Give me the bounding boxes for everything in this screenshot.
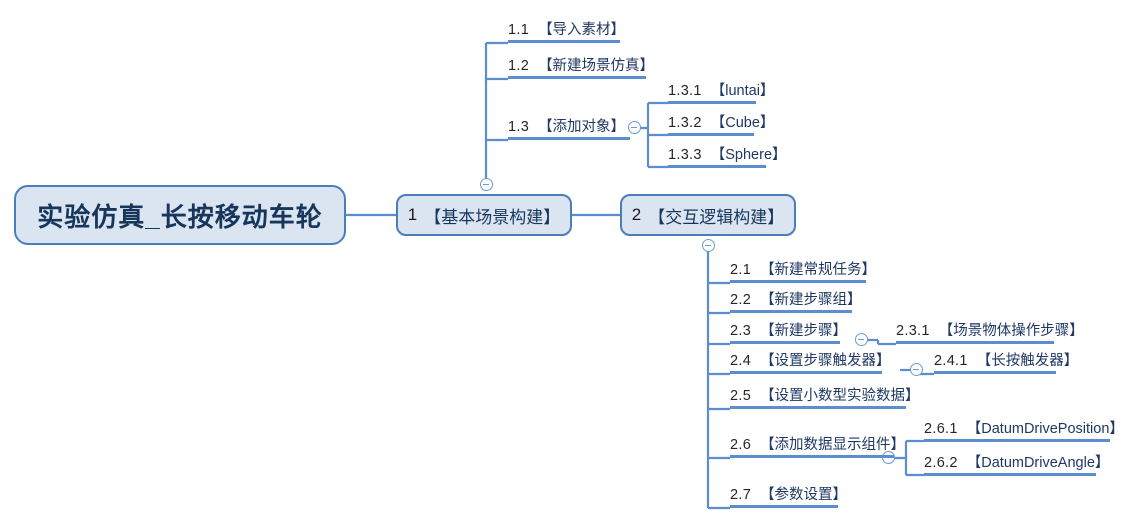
leaf-2-2[interactable]: 2.2 【新建步骤组】 (730, 292, 862, 313)
leaf-2-6-1-number: 2.6.1 (924, 421, 958, 437)
leaf-1-3-1-underline (668, 101, 756, 104)
leaf-2-3-1-label: 【场景物体操作步骤】 (938, 323, 1084, 339)
leaf-1-3-3-underline (668, 165, 766, 168)
leaf-2-1-number: 2.1 (730, 262, 752, 278)
leaf-2-6-1[interactable]: 2.6.1 【DatumDrivePosition】 (924, 421, 1124, 442)
leaf-1-3-3-label: 【Sphere】 (710, 147, 787, 163)
node-2-label: 【交互逻辑构建】 (648, 207, 785, 227)
leaf-1-1-number: 1.1 (508, 22, 530, 38)
leaf-2-4-label: 【设置步骤触发器】 (760, 353, 891, 369)
leaf-2-3[interactable]: 2.3 【新建步骤】 (730, 323, 847, 344)
leaf-1-3-underline (508, 137, 630, 140)
leaf-2-6-1-underline (924, 439, 1110, 442)
leaf-2-3-1[interactable]: 2.3.1 【场景物体操作步骤】 (896, 323, 1084, 344)
leaf-2-7[interactable]: 2.7 【参数设置】 (730, 487, 847, 508)
leaf-2-7-number: 2.7 (730, 487, 752, 503)
leaf-2-6-2-underline (924, 473, 1096, 476)
collapse-toggle-node-1[interactable] (480, 178, 493, 191)
leaf-2-3-1-number: 2.3.1 (896, 323, 930, 339)
leaf-1-3-number: 1.3 (508, 119, 530, 135)
leaf-2-4-1[interactable]: 2.4.1 【长按触发器】 (934, 353, 1078, 374)
leaf-2-6-underline (730, 455, 894, 458)
node-1-number: 1 (407, 205, 418, 224)
leaf-1-3-3[interactable]: 1.3.3 【Sphere】 (668, 147, 787, 168)
leaf-1-1-underline (508, 40, 620, 43)
leaf-2-4-1-label: 【长按触发器】 (976, 353, 1079, 369)
leaf-2-2-underline (730, 310, 852, 313)
leaf-2-6-1-label: 【DatumDrivePosition】 (966, 421, 1124, 437)
leaf-2-1-label: 【新建常规任务】 (760, 262, 877, 278)
collapse-toggle-2-4[interactable] (910, 363, 923, 376)
leaf-1-1-label: 【导入素材】 (538, 22, 626, 38)
collapse-toggle-1-3[interactable] (628, 121, 641, 134)
node-2[interactable]: 2 【交互逻辑构建】 (620, 194, 796, 236)
leaf-1-3-2-number: 1.3.2 (668, 115, 702, 131)
leaf-2-6-label: 【添加数据显示组件】 (760, 437, 906, 453)
collapse-toggle-node-2[interactable] (702, 239, 715, 252)
node-1-label: 【基本场景构建】 (424, 207, 561, 227)
leaf-1-3-3-number: 1.3.3 (668, 147, 702, 163)
leaf-2-3-1-underline (896, 341, 1054, 344)
leaf-2-4[interactable]: 2.4 【设置步骤触发器】 (730, 353, 891, 374)
root-node[interactable]: 实验仿真_长按移动车轮 (14, 185, 346, 245)
leaf-1-3-label: 【添加对象】 (538, 119, 626, 135)
leaf-1-2-number: 1.2 (508, 58, 530, 74)
leaf-1-3-2-label: 【Cube】 (710, 115, 775, 131)
leaf-2-5-label: 【设置小数型实验数据】 (760, 388, 920, 404)
leaf-1-3[interactable]: 1.3 【添加对象】 (508, 119, 630, 140)
root-node-label: 实验仿真_长按移动车轮 (37, 201, 323, 232)
leaf-2-5-underline (730, 406, 906, 409)
leaf-1-2[interactable]: 1.2 【新建场景仿真】 (508, 58, 654, 79)
leaf-2-4-number: 2.4 (730, 353, 752, 369)
leaf-2-4-1-underline (934, 371, 1056, 374)
leaf-2-6-number: 2.6 (730, 437, 752, 453)
leaf-2-6-2-label: 【DatumDriveAngle】 (966, 455, 1110, 471)
leaf-1-1[interactable]: 1.1 【导入素材】 (508, 22, 625, 43)
leaf-1-3-1-label: 【luntai】 (710, 83, 775, 99)
collapse-toggle-2-3[interactable] (855, 333, 868, 346)
leaf-2-1[interactable]: 2.1 【新建常规任务】 (730, 262, 876, 283)
leaf-2-2-label: 【新建步骤组】 (760, 292, 862, 308)
leaf-2-1-underline (730, 280, 866, 283)
leaf-2-5[interactable]: 2.5 【设置小数型实验数据】 (730, 388, 920, 409)
leaf-2-7-label: 【参数设置】 (760, 487, 848, 503)
leaf-1-3-1-number: 1.3.1 (668, 83, 702, 99)
leaf-1-2-label: 【新建场景仿真】 (538, 58, 655, 74)
leaf-2-7-underline (730, 505, 838, 508)
leaf-2-6-2-number: 2.6.2 (924, 455, 958, 471)
leaf-1-3-2[interactable]: 1.3.2 【Cube】 (668, 115, 774, 136)
node-1[interactable]: 1 【基本场景构建】 (396, 194, 572, 236)
leaf-2-6-2[interactable]: 2.6.2 【DatumDriveAngle】 (924, 455, 1109, 476)
leaf-2-4-1-number: 2.4.1 (934, 353, 968, 369)
leaf-1-3-2-underline (668, 133, 754, 136)
leaf-2-3-underline (730, 341, 840, 344)
leaf-1-2-underline (508, 76, 646, 79)
node-2-number: 2 (631, 205, 642, 224)
leaf-2-3-label: 【新建步骤】 (760, 323, 848, 339)
leaf-2-6[interactable]: 2.6 【添加数据显示组件】 (730, 437, 905, 458)
leaf-2-5-number: 2.5 (730, 388, 752, 404)
leaf-1-3-1[interactable]: 1.3.1 【luntai】 (668, 83, 774, 104)
leaf-2-2-number: 2.2 (730, 292, 752, 308)
leaf-2-4-underline (730, 371, 882, 374)
leaf-2-3-number: 2.3 (730, 323, 752, 339)
